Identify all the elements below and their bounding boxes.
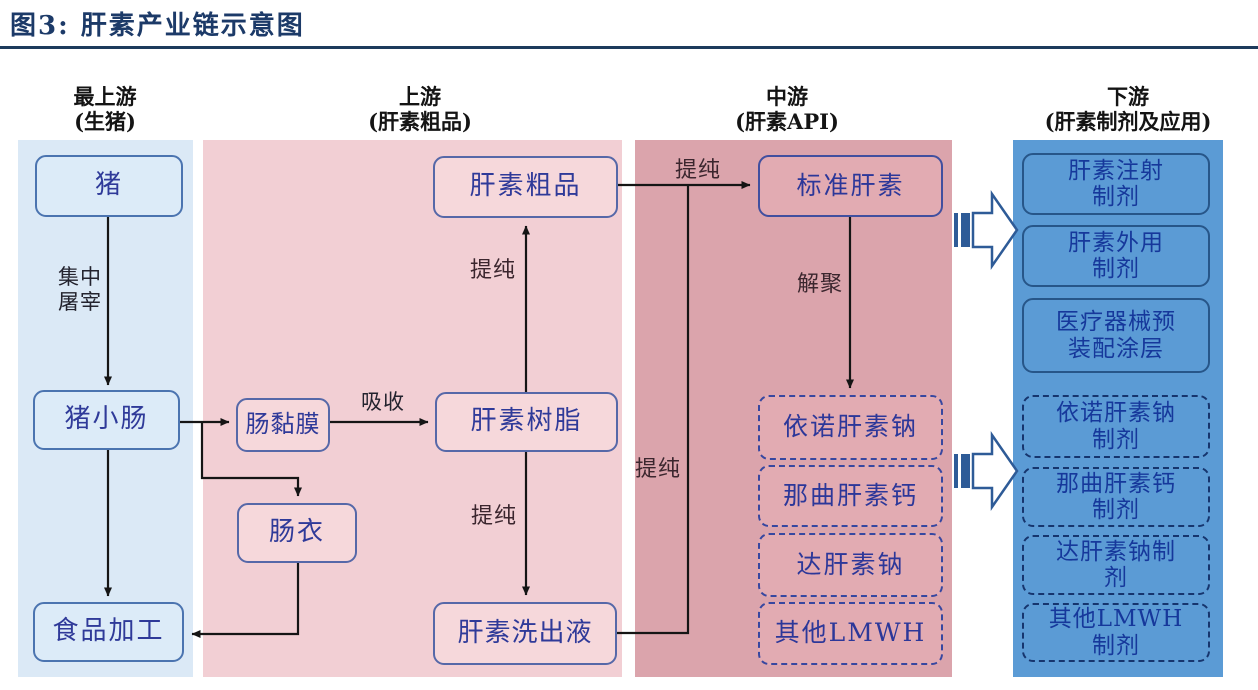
node-device-coating-line1: 医疗器械预 (1056, 309, 1176, 336)
node-pig-small-intestine: 猪小肠 (33, 390, 180, 450)
node-nadroparin-formulation-line1: 那曲肝素钙 (1056, 470, 1176, 497)
edge-label-purify-resin-to-eluate: 提纯 (470, 504, 517, 529)
edge-label-purify-resin-to-crude: 提纯 (469, 258, 516, 283)
node-enoxaparin-formulation-line1: 依诺肝素钠 (1056, 400, 1176, 427)
edge-label-slaughter: 集中 屠宰 (48, 265, 112, 315)
header-downstream-line1: 下游 (1107, 84, 1149, 109)
edge-label-slaughter-line2: 屠宰 (58, 289, 102, 314)
node-heparin-injection: 肝素注射 制剂 (1022, 153, 1210, 215)
edge-label-slaughter-line1: 集中 (58, 265, 102, 289)
node-other-lmwh-formulation-line2: 制剂 (1092, 632, 1140, 659)
big-arrow-1-stripe-thin (954, 213, 958, 247)
header-upstream-most-line1: 最上游 (73, 84, 137, 109)
node-heparin-topical-line2: 制剂 (1092, 256, 1140, 282)
big-arrow-2-body (971, 431, 1019, 511)
header-upstream-line2: (肝素粗品) (368, 109, 472, 135)
big-arrow-lmwh-to-formulation (954, 431, 1019, 511)
node-heparin-injection-line1: 肝素注射 (1068, 157, 1164, 184)
node-heparin-eluate: 肝素洗出液 (433, 602, 617, 665)
title-underline (0, 46, 1258, 49)
node-enoxaparin-formulation: 依诺肝素钠 制剂 (1022, 395, 1210, 458)
node-dalteparin: 达肝素钠 (758, 533, 943, 597)
node-nadroparin: 那曲肝素钙 (758, 465, 943, 527)
node-other-lmwh-formulation-line1: 其他LMWH (1048, 606, 1184, 633)
header-downstream: 下游 (肝素制剂及应用) (1008, 84, 1248, 134)
node-standard-heparin: 标准肝素 (758, 155, 943, 217)
node-dalteparin-formulation-line2: 剂 (1104, 565, 1128, 591)
node-nadroparin-formulation-line2: 制剂 (1092, 497, 1140, 523)
header-midstream-line1: 中游 (766, 84, 808, 109)
node-other-lmwh: 其他LMWH (758, 602, 943, 665)
node-pig: 猪 (35, 155, 183, 217)
node-heparin-injection-line2: 制剂 (1092, 184, 1140, 210)
header-upstream-most: 最上游 (生猪) (25, 84, 185, 134)
header-upstream-most-line2: (生猪) (74, 109, 136, 135)
node-nadroparin-formulation: 那曲肝素钙 制剂 (1022, 467, 1210, 527)
node-dalteparin-formulation-line1: 达肝素钠制 (1056, 538, 1176, 565)
node-enoxaparin-formulation-line2: 制剂 (1092, 426, 1140, 453)
node-other-lmwh-formulation: 其他LMWH 制剂 (1022, 603, 1210, 662)
node-device-coating: 医疗器械预 装配涂层 (1022, 298, 1210, 373)
header-upstream-line1: 上游 (399, 84, 441, 109)
edge-label-purify-crude-to-standard: 提纯 (674, 158, 721, 183)
node-heparin-topical: 肝素外用 制剂 (1022, 225, 1210, 287)
big-arrow-2-stripe-thick (961, 454, 970, 488)
edge-label-depolymerization: 解聚 (796, 272, 843, 297)
node-food-processing: 食品加工 (33, 602, 184, 662)
header-downstream-line2: (肝素制剂及应用) (1044, 109, 1212, 135)
figure-title: 图3: 肝素产业链示意图 (10, 11, 305, 41)
node-enoxaparin: 依诺肝素钠 (758, 395, 943, 460)
node-casing: 肠衣 (237, 503, 357, 563)
node-heparin-resin: 肝素树脂 (435, 392, 618, 452)
node-device-coating-line2: 装配涂层 (1068, 335, 1164, 362)
edge-label-absorption: 吸收 (361, 390, 405, 414)
header-midstream: 中游 (肝素API) (687, 84, 887, 134)
big-arrow-api-to-formulation (954, 190, 1019, 270)
big-arrow-2-stripe-thin (954, 454, 958, 488)
big-arrow-1-stripe-thick (961, 213, 970, 247)
node-heparin-crude: 肝素粗品 (433, 156, 618, 218)
node-heparin-topical-line1: 肝素外用 (1068, 229, 1164, 256)
edge-label-purify-eluate: 提纯 (634, 457, 681, 482)
big-arrow-1-body (971, 190, 1019, 270)
header-midstream-line2: (肝素API) (735, 109, 839, 135)
node-intestinal-mucosa: 肠黏膜 (236, 398, 330, 452)
header-upstream: 上游 (肝素粗品) (320, 84, 520, 134)
node-dalteparin-formulation: 达肝素钠制 剂 (1022, 535, 1210, 595)
